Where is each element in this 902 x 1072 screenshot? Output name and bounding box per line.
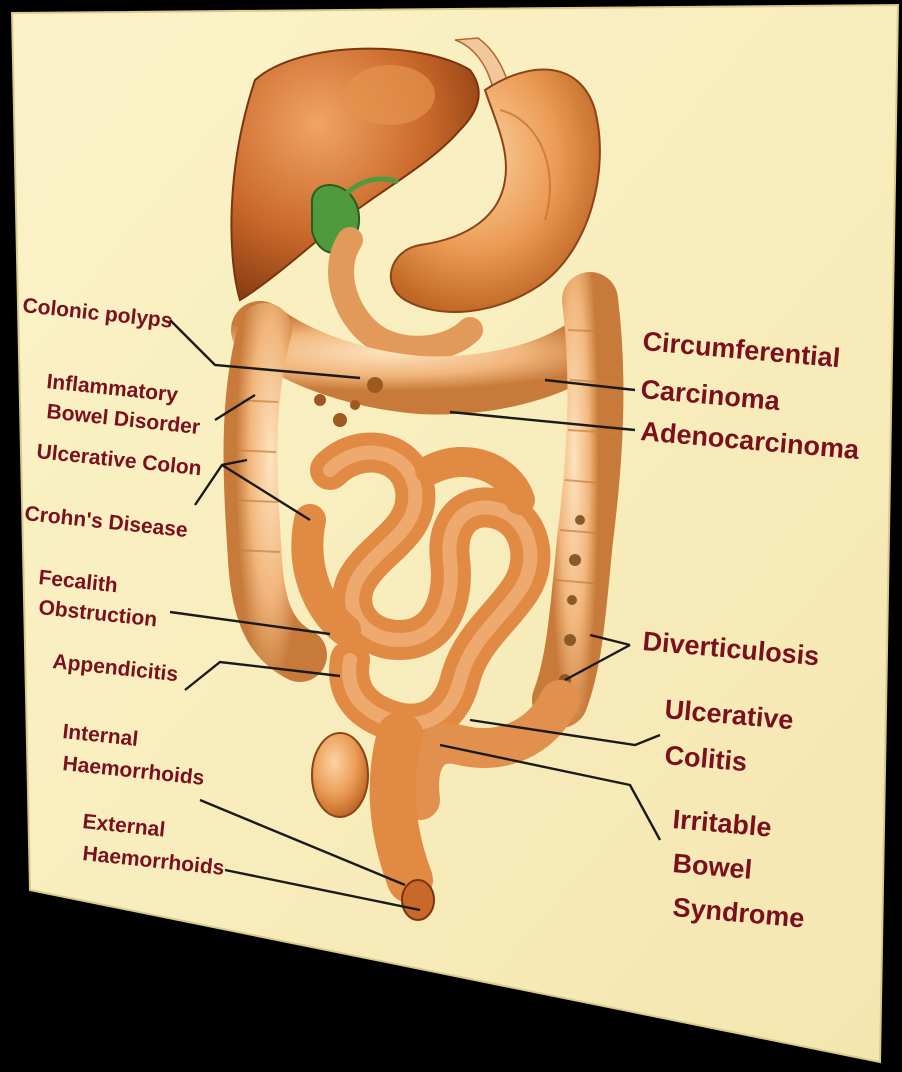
liver-lobe-texture: [345, 65, 435, 125]
cecum-shape: [312, 733, 368, 817]
rectum-shape: [393, 735, 410, 880]
anus-shape: [402, 880, 434, 920]
